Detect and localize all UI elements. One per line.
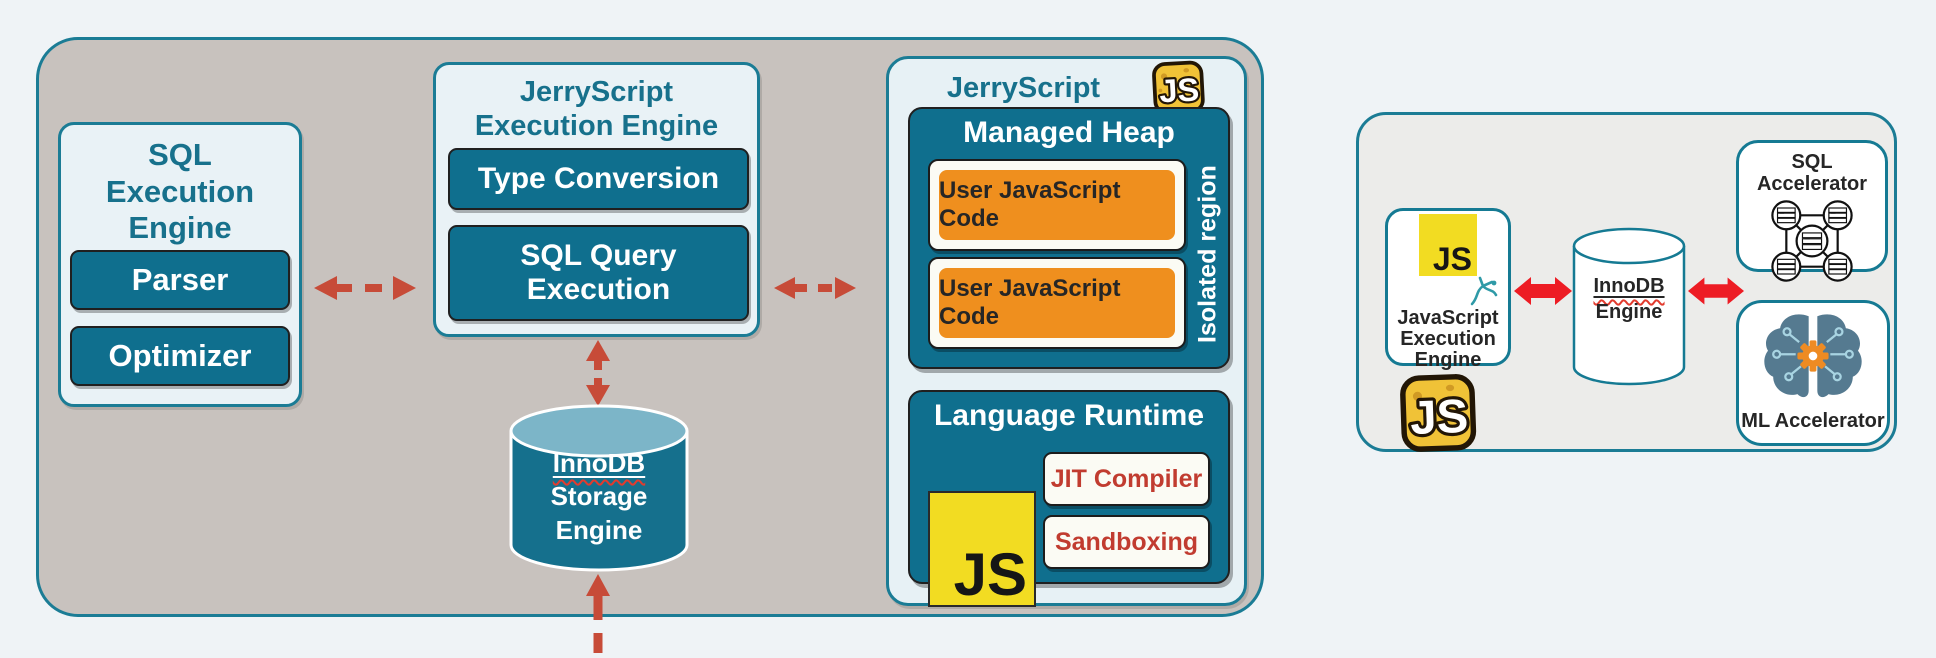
database-cylinder-icon bbox=[1572, 227, 1686, 386]
heap-cell: User JavaScript Code bbox=[928, 159, 1186, 251]
jerryscript-vm-title: JerryScript bbox=[946, 72, 1101, 104]
type-conversion-box: Type Conversion bbox=[448, 148, 749, 210]
optimizer-box: Optimizer bbox=[70, 326, 290, 386]
parser-box: Parser bbox=[70, 250, 290, 310]
isolated-region-label: Isolated region bbox=[1193, 165, 1222, 343]
innodb-storage-engine-cylinder: InnoDB Storage Engine bbox=[508, 403, 690, 575]
javascript-execution-engine-label: JavaScript Execution Engine bbox=[1397, 307, 1499, 372]
sql-accelerator-box: SQL Accelerator bbox=[1736, 140, 1888, 282]
ml-accelerator-brain-icon bbox=[1764, 314, 1862, 398]
database-cylinder-icon bbox=[509, 404, 689, 572]
innodb-label: InnoDB bbox=[552, 448, 646, 478]
sql-accelerator-cluster-icon bbox=[1771, 200, 1853, 282]
language-runtime-box: Language Runtime JS JIT Compiler Sandbox… bbox=[908, 390, 1230, 607]
jerryscript-logo-icon: JS bbox=[1152, 60, 1205, 115]
sql-query-execution-box: SQL Query Execution bbox=[448, 225, 749, 321]
language-runtime-title: Language Runtime bbox=[933, 399, 1204, 432]
jerryscript-vm-box: JerryScript JS Managed Heap User JavaScr… bbox=[886, 56, 1247, 607]
jerryscript-execution-engine-title: JerryScript Execution Engine bbox=[474, 76, 719, 143]
managed-heap-box: Managed Heap User JavaScript Code User J… bbox=[908, 107, 1230, 369]
arrow-engine-to-jerryscript-vm bbox=[774, 277, 856, 299]
arrow-jsengine-to-innodb bbox=[1514, 277, 1572, 305]
arrow-engine-to-innodb bbox=[586, 340, 610, 406]
user-js-code-box-2: User JavaScript Code bbox=[939, 268, 1175, 338]
user-js-code-box-1: User JavaScript Code bbox=[939, 170, 1175, 240]
sandboxing-box: Sandboxing bbox=[1043, 515, 1210, 569]
engine-label: Engine bbox=[1595, 301, 1663, 323]
jit-compiler-box: JIT Compiler bbox=[1043, 452, 1210, 506]
javascript-execution-engine-box: JS JavaScript Execution Engine bbox=[1385, 208, 1511, 371]
arrow-innodb-to-accelerators bbox=[1688, 277, 1744, 305]
innodb-label: InnoDB bbox=[1593, 275, 1665, 297]
arrow-bottom-to-innodb bbox=[586, 574, 610, 654]
jerryscript-execution-engine-box: JerryScript Execution Engine Type Conver… bbox=[433, 62, 760, 337]
ml-accelerator-box: ML Accelerator bbox=[1736, 300, 1890, 446]
svg-text:JS: JS bbox=[1158, 71, 1200, 109]
sql-accelerator-label: SQL Accelerator bbox=[1756, 151, 1868, 195]
javascript-logo-icon: JS bbox=[928, 491, 1036, 607]
javascript-logo-icon: JS bbox=[1419, 214, 1477, 276]
sprite-doodle-icon bbox=[1470, 276, 1498, 306]
sql-execution-engine-title: SQL Execution Engine bbox=[105, 137, 255, 246]
svg-text:JS: JS bbox=[1409, 390, 1469, 445]
jerryscript-logo-icon: JS bbox=[1400, 374, 1477, 452]
sql-execution-engine-box: SQL Execution Engine Parser Optimizer bbox=[58, 122, 302, 407]
heap-cell: User JavaScript Code bbox=[928, 257, 1186, 349]
innodb-engine-cylinder: InnoDB Engine bbox=[1572, 227, 1686, 389]
arrow-sql-to-jerryscript-engine bbox=[314, 276, 416, 300]
managed-heap-title: Managed Heap bbox=[963, 116, 1175, 149]
ml-accelerator-label: ML Accelerator bbox=[1741, 410, 1885, 432]
storage-engine-label: Storage Engine bbox=[550, 481, 648, 545]
